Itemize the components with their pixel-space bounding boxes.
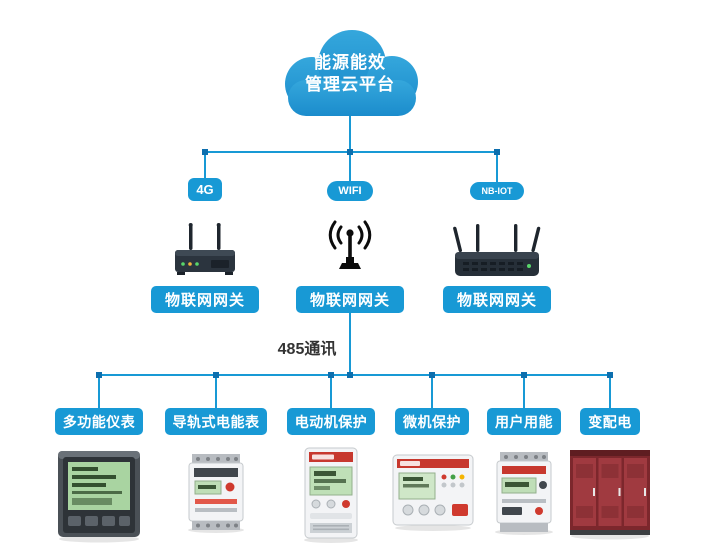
gateway-label-wifi: 物联网网关: [296, 286, 404, 313]
device-label-relay-protection: 微机保护: [395, 408, 469, 435]
cloud-icon: [285, 30, 418, 116]
nb-iot-router-icon: [449, 222, 545, 289]
device-label-din-rail-meter: 导轨式电能表: [165, 408, 267, 435]
relay-protection-image: [390, 452, 476, 537]
bus-485-label: 485通讯: [277, 341, 337, 358]
device-label-switchgear: 变配电: [580, 408, 640, 435]
gateway-label-nb-iot: 物联网网关: [443, 286, 551, 313]
user-energy-meter-image: [491, 450, 557, 541]
device-label-motor-protection: 电动机保护: [287, 408, 375, 435]
cloud-title: 能源能效 管理云平台: [264, 52, 436, 96]
badge-nb-iot: NB-IOT: [470, 182, 524, 200]
switchgear-cabinet-image: [567, 446, 653, 545]
badge-wifi: WIFI: [327, 181, 373, 201]
badge-4g: 4G: [188, 178, 222, 201]
multifunction-meter-image: [54, 448, 144, 549]
cloud-platform: 能源能效 管理云平台: [264, 22, 436, 122]
cloud-title-line2: 管理云平台: [305, 75, 395, 94]
wifi-antenna-icon: [322, 217, 378, 280]
device-label-multifunction-meter: 多功能仪表: [55, 408, 143, 435]
gateway-label-4g: 物联网网关: [151, 286, 259, 313]
4g-router-icon: [167, 222, 243, 291]
cloud-title-line1: 能源能效: [314, 53, 386, 72]
din-rail-meter-image: [184, 452, 248, 539]
motor-protection-image: [300, 446, 362, 549]
device-label-user-energy: 用户用能: [487, 408, 561, 435]
